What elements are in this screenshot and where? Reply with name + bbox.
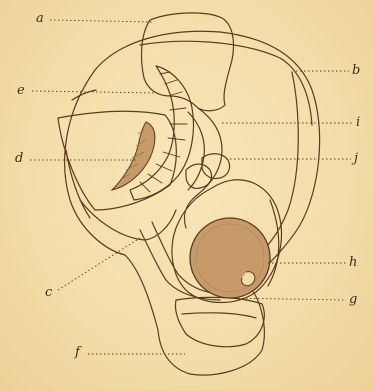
organ-a [142,13,234,111]
label-f: f [75,346,80,359]
label-h: h [349,256,357,269]
label-b: b [352,64,360,77]
label-d: d [15,152,23,165]
label-e: e [17,84,25,97]
label-c: c [45,286,52,299]
disc-h [190,218,270,298]
leader-a [50,20,152,22]
label-g: g [349,293,357,306]
label-i: i [356,116,360,129]
lower-flap-f [175,297,264,346]
leader-e [32,91,160,93]
label-a: a [36,12,44,25]
left-flap [58,111,176,210]
central-stalk [184,108,222,228]
left-flap-lower [80,200,176,240]
leader-c [58,238,140,290]
label-j: j [354,152,358,165]
